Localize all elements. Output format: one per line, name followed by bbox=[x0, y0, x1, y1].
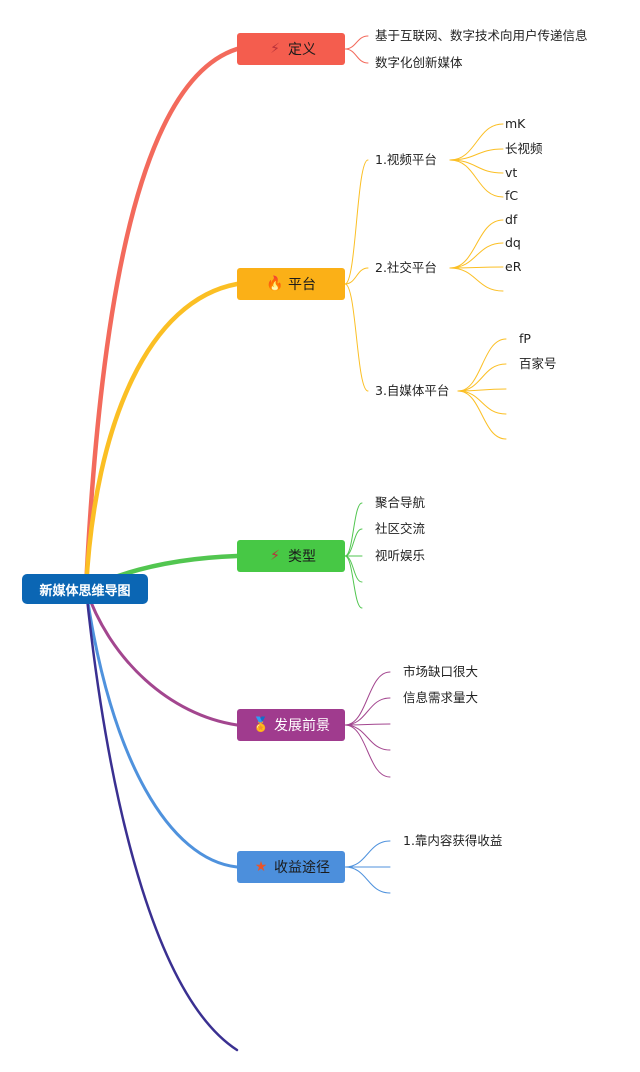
star-icon: ★ bbox=[254, 859, 268, 875]
sub-connector bbox=[449, 267, 504, 292]
sub-connector bbox=[344, 283, 369, 392]
branch-label: 定义 bbox=[288, 42, 316, 58]
sub-connector bbox=[344, 48, 369, 64]
leaf-text[interactable]: dq bbox=[505, 235, 521, 250]
branch-label: 收益途径 bbox=[274, 860, 330, 876]
leaf-text[interactable]: fP bbox=[519, 331, 531, 346]
sub-connector bbox=[457, 363, 507, 392]
subtopic-social-platform[interactable]: 2.社交平台 bbox=[375, 260, 437, 275]
sub-connector bbox=[344, 528, 363, 557]
sub-connector bbox=[449, 242, 504, 269]
leaf-text[interactable]: 长视频 bbox=[505, 141, 543, 156]
sub-connector bbox=[457, 390, 507, 415]
sparkle-wand-icon: ⚡ bbox=[270, 548, 280, 564]
leaf-text[interactable]: vt bbox=[505, 165, 518, 180]
sub-connector bbox=[457, 390, 507, 440]
leaf-text[interactable]: fC bbox=[505, 188, 519, 203]
sub-connector bbox=[449, 148, 504, 161]
branch-definition[interactable]: ⚡ 定义 bbox=[237, 33, 345, 65]
sub-connector bbox=[457, 338, 507, 392]
fire-icon: 🔥 bbox=[266, 276, 284, 292]
main-connector bbox=[83, 46, 240, 592]
main-connector bbox=[83, 281, 240, 592]
sparkle-wand-icon: ⚡ bbox=[270, 41, 280, 57]
sub-connector bbox=[344, 724, 391, 751]
leaf-text[interactable]: 视听娱乐 bbox=[375, 548, 426, 563]
branch-prospect[interactable]: 🏅 发展前景 bbox=[237, 709, 345, 741]
leaf-text[interactable]: eR bbox=[505, 259, 522, 274]
main-connector bbox=[84, 587, 239, 1052]
leaf-text[interactable]: mK bbox=[505, 116, 526, 131]
award-medal-icon: 🏅 bbox=[252, 717, 270, 733]
sub-connector bbox=[344, 555, 363, 609]
sub-connector bbox=[449, 159, 504, 174]
branch-label: 发展前景 bbox=[274, 718, 330, 734]
sub-connector bbox=[344, 159, 369, 285]
leaf-text[interactable]: df bbox=[505, 212, 518, 227]
branch-platform[interactable]: 🔥 平台 bbox=[237, 268, 345, 300]
sub-connector bbox=[344, 35, 369, 50]
branch-label: 平台 bbox=[288, 277, 316, 293]
leaf-text[interactable]: 基于互联网、数字技术向用户传递信息 bbox=[375, 28, 588, 43]
sub-connector bbox=[344, 697, 391, 726]
sub-connector bbox=[344, 671, 391, 726]
leaf-text[interactable]: 信息需求量大 bbox=[403, 690, 479, 705]
leaf-text[interactable]: 市场缺口很大 bbox=[403, 664, 479, 679]
main-connector bbox=[84, 587, 239, 727]
leaf-text[interactable]: 1.靠内容获得收益 bbox=[403, 833, 503, 848]
sub-connector bbox=[344, 840, 391, 868]
sub-connector bbox=[449, 123, 504, 161]
sub-connector bbox=[344, 502, 363, 557]
sub-connector bbox=[344, 866, 391, 894]
subtopic-self-media-platform[interactable]: 3.自媒体平台 bbox=[375, 383, 450, 398]
leaf-text[interactable]: 数字化创新媒体 bbox=[375, 55, 463, 70]
sub-connector bbox=[344, 267, 369, 285]
sub-connector bbox=[344, 555, 363, 583]
branch-revenue[interactable]: ★ 收益途径 bbox=[237, 851, 345, 883]
branch-type[interactable]: ⚡ 类型 bbox=[237, 540, 345, 572]
leaf-text[interactable]: 百家号 bbox=[519, 356, 557, 371]
leaf-text[interactable]: 社区交流 bbox=[375, 521, 426, 536]
sub-connector bbox=[449, 219, 504, 269]
sub-connector bbox=[449, 159, 504, 198]
subtopic-video-platform[interactable]: 1.视频平台 bbox=[375, 152, 437, 167]
branch-label: 类型 bbox=[288, 549, 316, 565]
root-node[interactable]: 新媒体思维导图 bbox=[22, 574, 148, 604]
sub-connector bbox=[344, 724, 391, 778]
leaf-text[interactable]: 聚合导航 bbox=[375, 495, 426, 510]
main-connector bbox=[84, 587, 239, 869]
